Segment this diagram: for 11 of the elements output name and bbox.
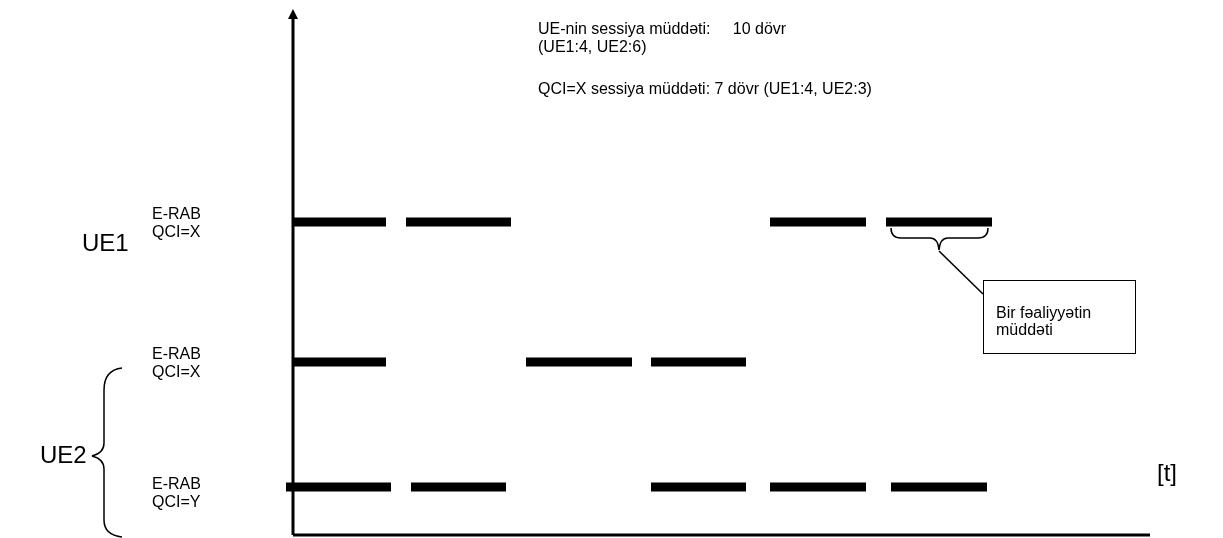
row-label: E-RAB QCI=X [152, 205, 202, 241]
row-label: UE2 [40, 442, 87, 469]
leader-line [938, 250, 984, 295]
row-label: E-RAB QCI=Y [152, 475, 202, 511]
note-text: QCI=X sessiya müddəti: 7 dövr (UE1:4, UE2:3) [538, 80, 873, 98]
note-text: UE-nin sessiya müddəti: 10 dövr (UE1:4, UE2:6) [538, 20, 788, 56]
callout-box: Bir fəaliyyətin müddəti [983, 280, 1136, 354]
row-label: UE1 [82, 230, 129, 257]
activity-bar [886, 217, 992, 227]
axis-label: [t] [1157, 460, 1177, 487]
row-label: E-RAB QCI=X [152, 345, 202, 381]
